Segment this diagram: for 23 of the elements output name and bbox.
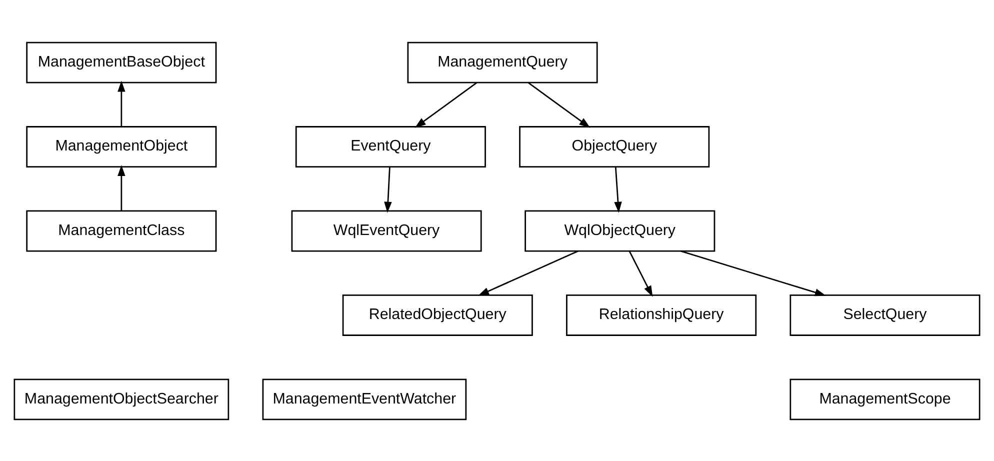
node-box: ManagementObjectSearcher xyxy=(14,378,230,420)
node-box: ManagementEventWatcher xyxy=(262,378,467,420)
node-box: ManagementScope xyxy=(790,378,980,420)
node-box: RelatedObjectQuery xyxy=(342,294,533,336)
node-box: WqlEventQuery xyxy=(291,210,482,252)
node-box: SelectQuery xyxy=(790,294,980,336)
arrow xyxy=(528,82,590,128)
node-box: ObjectQuery xyxy=(519,126,710,167)
arrow xyxy=(118,80,126,126)
node-box: RelationshipQuery xyxy=(566,294,757,336)
arrow xyxy=(414,82,477,128)
node-box: ManagementClass xyxy=(26,210,217,252)
arrow xyxy=(478,250,578,296)
node-box: WqlObjectQuery xyxy=(524,210,716,252)
arrow xyxy=(118,164,126,210)
node-box: EventQuery xyxy=(295,126,486,167)
arrow xyxy=(628,250,653,296)
node-box: ManagementQuery xyxy=(407,41,598,83)
arrow xyxy=(384,166,392,212)
arrow xyxy=(614,166,622,212)
node-box: ManagementBaseObject xyxy=(26,41,217,83)
arrow xyxy=(680,250,826,296)
node-box: ManagementObject xyxy=(26,126,217,167)
